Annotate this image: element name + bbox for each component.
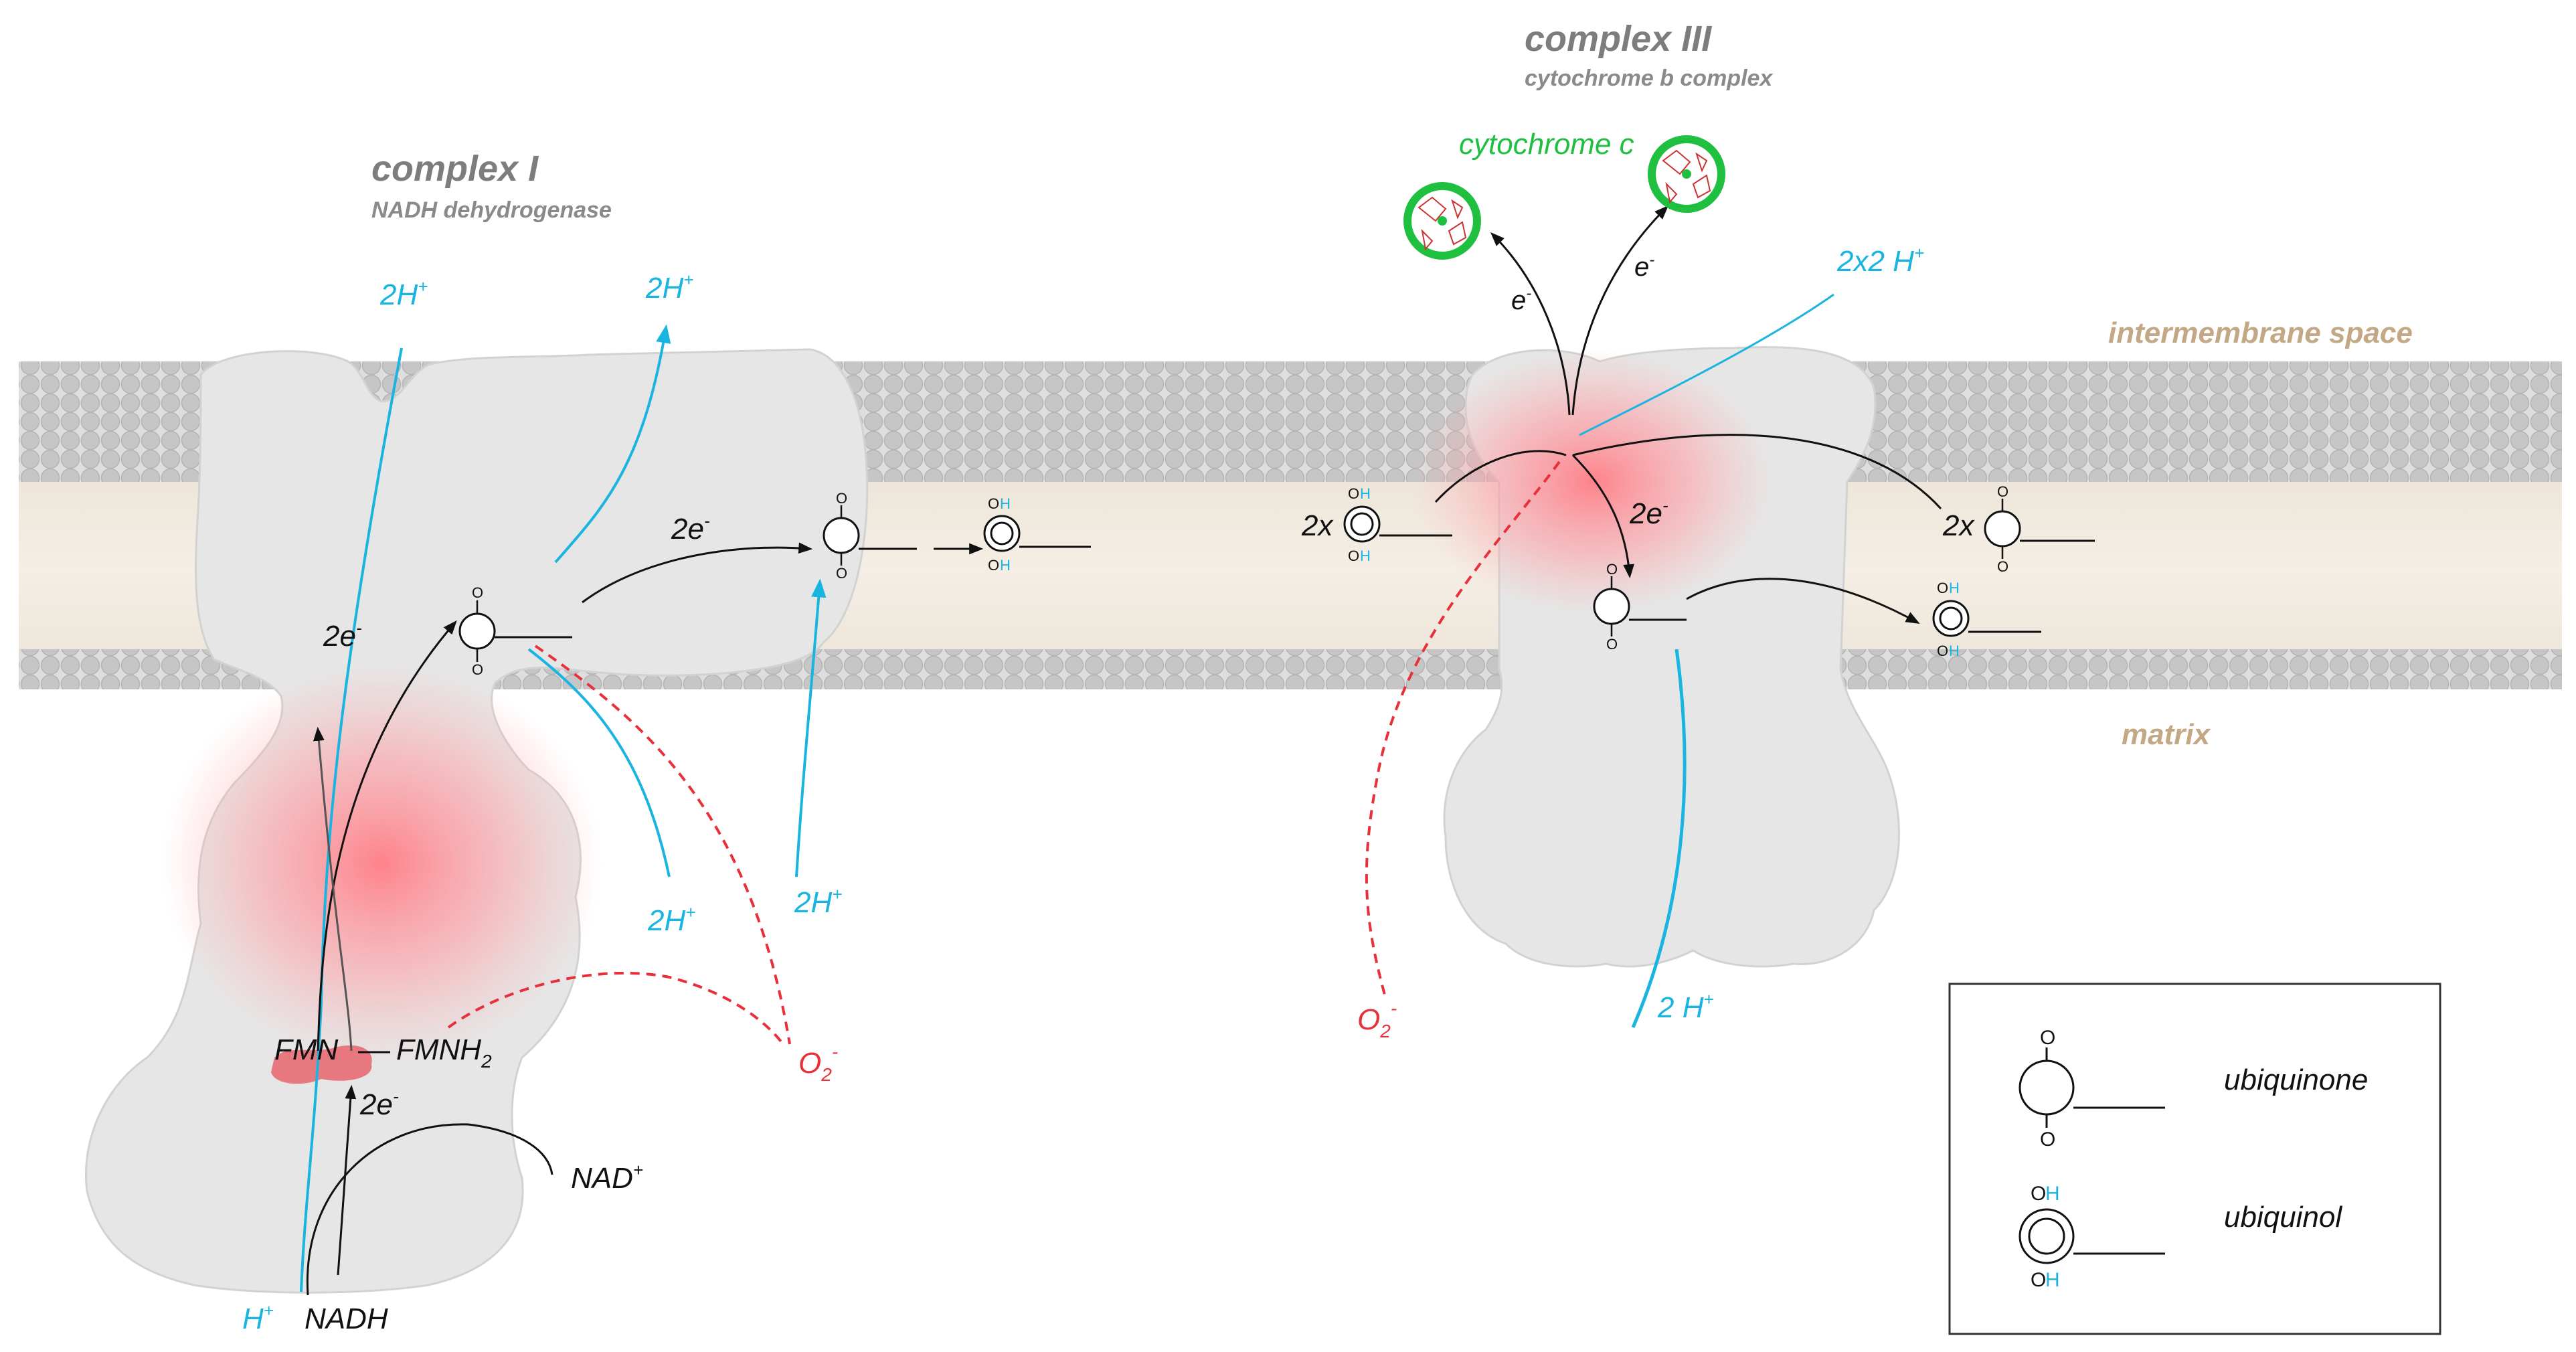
svg-text:H: H (1000, 495, 1011, 512)
complex-iii-title: complex III (1525, 19, 1712, 59)
svg-text:O: O (1606, 561, 1618, 578)
cytochrome-c-label: cytochrome c (1459, 128, 1634, 161)
svg-text:O: O (988, 495, 999, 512)
fmnh2-label: FMNH2 (396, 1033, 492, 1072)
svg-text:O: O (836, 565, 847, 582)
complex-i-title: complex I (371, 149, 539, 189)
svg-text:O: O (1348, 485, 1359, 502)
svg-text:O: O (2040, 1027, 2055, 1049)
svg-text:O: O (2031, 1183, 2046, 1205)
svg-text:H: H (1949, 643, 1960, 659)
svg-text:O: O (988, 557, 999, 574)
proton-label: 2H+ (794, 884, 842, 919)
fmn-cofactor (271, 1045, 372, 1084)
ubiquinol-molecule: O H O H (1932, 580, 2041, 659)
svg-text:O: O (472, 584, 483, 601)
legend-box: O O ubiquinone O H O H ubiquinol (1948, 983, 2441, 1335)
intermembrane-space-label: intermembrane space (2108, 317, 2413, 349)
electron-label: e- (1511, 284, 1531, 315)
svg-text:H: H (1360, 547, 1371, 564)
svg-text:H: H (1360, 485, 1371, 502)
multiplier-label: 2x (1301, 509, 1334, 542)
complex-i-arrows (300, 324, 984, 1296)
proton-label: 2x2 H+ (1836, 243, 1924, 278)
complex-iii-subtitle: cytochrome b complex (1525, 66, 1774, 91)
legend-ubiquinol-label: ubiquinol (2224, 1201, 2342, 1234)
svg-text:H: H (1949, 580, 1960, 596)
proton-label: 2H+ (645, 270, 693, 305)
proton-label: 2H+ (647, 902, 695, 937)
svg-text:O: O (2040, 1128, 2055, 1151)
svg-text:H: H (1000, 557, 1011, 574)
proton-label: H+ (242, 1300, 274, 1335)
matrix-label: matrix (2122, 718, 2211, 751)
fmn-label: FMN (274, 1033, 339, 1066)
ubiquinone-molecule: O O (1593, 561, 1687, 653)
cytochrome-c-disc (1403, 182, 1481, 260)
electron-label: 2e- (671, 511, 710, 545)
complex-i-protein (85, 348, 869, 1294)
complex-i-red-zone (161, 663, 602, 1064)
complex-i-subtitle: NADH dehydrogenase (371, 197, 612, 223)
ubiquinone-molecule: O O (1984, 483, 2095, 575)
legend-ubiquinol-symbol: O H O H (2019, 1183, 2165, 1291)
svg-text:O: O (2031, 1269, 2046, 1291)
ubiquinol-molecule: O H O H (983, 495, 1091, 574)
svg-text:H: H (2045, 1269, 2060, 1291)
svg-text:H: H (2045, 1183, 2060, 1205)
complex-iii-arrows (1365, 205, 1942, 1028)
ubiquinone-molecule: O O (458, 584, 572, 678)
svg-text:O: O (1348, 547, 1359, 564)
svg-text:O: O (1997, 483, 2008, 500)
electron-label: 2e- (1629, 495, 1668, 530)
proton-label: 2H+ (379, 276, 428, 311)
ubiquinol-molecule: O H O H (1343, 485, 1452, 564)
multiplier-label: 2x (1942, 509, 1975, 542)
electron-label: 2e- (359, 1086, 399, 1121)
svg-text:O: O (1937, 643, 1948, 659)
nad-label: NAD+ (571, 1160, 643, 1195)
electron-label: e- (1634, 251, 1654, 282)
electron-label: 2e- (323, 618, 362, 653)
cytochrome-c-disc (1648, 135, 1725, 213)
complex-iii-red-zone (1412, 348, 1774, 616)
legend-ubiquinone-symbol: O O (2019, 1027, 2165, 1151)
superoxide-label: O2- (798, 1041, 838, 1085)
svg-text:O: O (836, 490, 847, 507)
svg-text:O: O (472, 661, 483, 678)
complex-iii-protein (1412, 346, 1900, 968)
proton-label: 2 H+ (1657, 989, 1714, 1024)
nadh-label: NADH (305, 1302, 388, 1335)
svg-text:O: O (1606, 636, 1618, 653)
superoxide-label: O2- (1357, 998, 1397, 1041)
ubiquinone-molecule: O O (823, 490, 917, 582)
svg-text:O: O (1997, 558, 2008, 575)
legend-ubiquinone-label: ubiquinone (2224, 1064, 2368, 1096)
svg-text:O: O (1937, 580, 1948, 596)
